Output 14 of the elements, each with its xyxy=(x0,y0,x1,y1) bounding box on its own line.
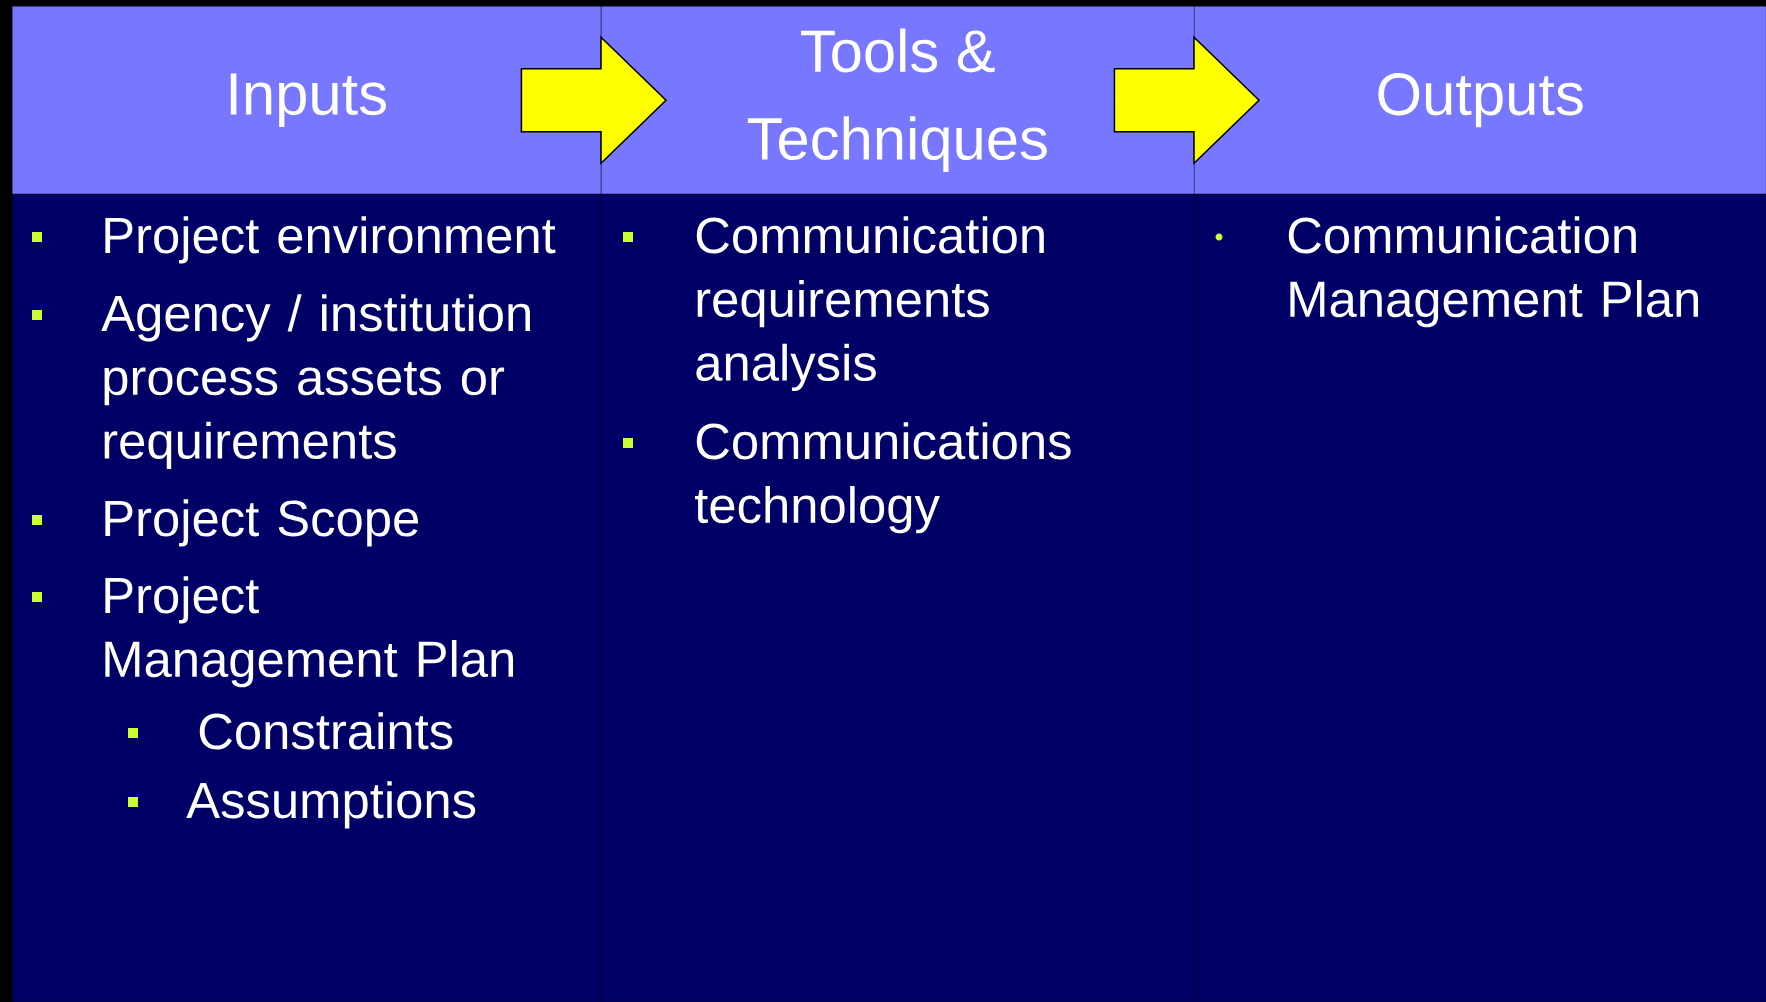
list-item: Communications technology xyxy=(694,422,1071,534)
block-arrow xyxy=(1113,35,1261,165)
list-item: Constraints xyxy=(199,712,453,750)
list-item: Project Scope xyxy=(105,499,419,547)
list-item: Project environment xyxy=(105,216,556,264)
list-item: Assumptions xyxy=(186,781,476,829)
header-box: Tools & Techniques xyxy=(601,6,1195,195)
block-arrow xyxy=(520,35,668,165)
list-item: Communication requirements analysis xyxy=(696,216,1044,392)
header-box: Inputs xyxy=(12,6,602,195)
list-item: Communication Management Plan xyxy=(1288,216,1699,328)
header-box: Outputs xyxy=(1194,6,1766,195)
list-item: Project Management Plan xyxy=(105,576,513,688)
list-item: Agency / institution process assets or requirements xyxy=(101,294,530,470)
